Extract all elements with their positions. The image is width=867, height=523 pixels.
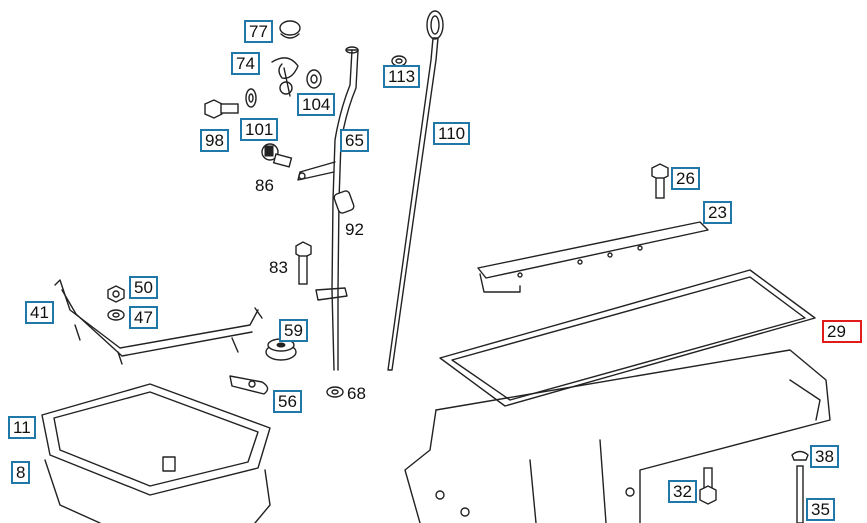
part-77-clip [279,20,301,39]
callout-47[interactable]: 47 [129,306,158,329]
part-oil-pan-lower [404,349,831,523]
part-11-gasket [41,383,271,496]
part-92-sleeve [333,190,355,214]
callout-38[interactable]: 38 [810,445,839,468]
callout-98[interactable]: 98 [200,129,229,152]
part-65-guide-tube [297,46,359,371]
callout-86[interactable]: 86 [255,176,274,195]
part-83-bolt [295,241,312,285]
part-50-nut [107,285,125,303]
callout-35[interactable]: 35 [806,498,835,521]
part-110-dipstick [387,10,444,371]
callout-101[interactable]: 101 [240,118,279,141]
part-29-gasket [439,269,816,407]
callout-113[interactable]: 113 [383,65,421,88]
callout-11[interactable]: 11 [8,416,36,439]
part-38-plug [791,450,809,461]
callout-32[interactable]: 32 [668,480,697,503]
callout-50[interactable]: 50 [129,276,158,299]
callout-74[interactable]: 74 [231,52,260,75]
part-56-clip [229,375,269,395]
part-35-stud [796,465,804,523]
part-74-bracket [271,57,299,97]
callout-65[interactable]: 65 [340,129,369,152]
callout-92[interactable]: 92 [345,220,364,239]
callout-59[interactable]: 59 [279,319,308,342]
part-41-oil-pipe [54,279,263,365]
part-23-baffle [477,221,709,293]
callout-8[interactable]: 8 [11,461,31,484]
part-104-washer [306,69,322,89]
part-59-grommet [265,338,297,361]
callout-77[interactable]: 77 [244,20,273,43]
callout-29[interactable]: 29 [822,320,862,343]
callout-23[interactable]: 23 [703,201,732,224]
callout-110[interactable]: 110 [433,122,471,145]
callout-104[interactable]: 104 [297,93,336,116]
part-32-bolt [699,467,717,505]
callout-56[interactable]: 56 [273,390,302,413]
part-86-fitting [261,143,293,168]
part-68-washer [326,386,344,398]
callout-83[interactable]: 83 [269,258,288,277]
callout-68[interactable]: 68 [347,384,366,403]
callout-41[interactable]: 41 [25,301,54,324]
part-101-washer [245,88,257,108]
callout-26[interactable]: 26 [671,167,700,190]
part-26-bolt [651,163,669,199]
part-47-washer [107,309,125,321]
part-8-oil-pan [44,456,271,523]
part-98-bolt [204,99,239,119]
